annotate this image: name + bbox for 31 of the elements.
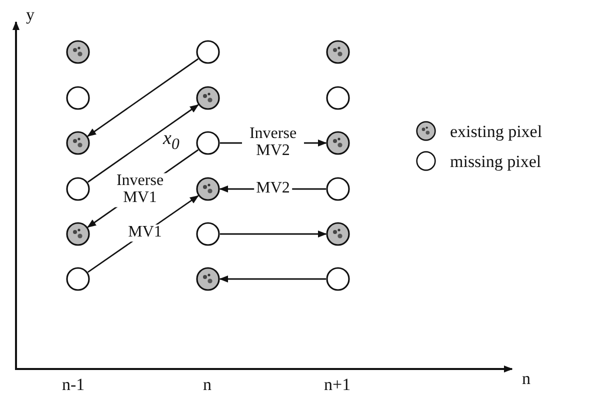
existing-pixel-circle <box>326 40 350 64</box>
missing-pixel-circle <box>196 131 220 155</box>
axis-label: n <box>522 370 530 387</box>
edge-label: MV1 <box>126 224 164 242</box>
existing-pixel-circle <box>66 131 90 155</box>
existing-pixel-circle <box>196 267 220 291</box>
tick-label: n-1 <box>62 376 85 393</box>
missing-pixel-circle <box>326 86 350 110</box>
missing-pixel-circle <box>326 267 350 291</box>
legend-label: missing pixel <box>450 153 542 170</box>
arrow <box>219 275 326 283</box>
existing-pixel-circle <box>326 131 350 155</box>
missing-pixel-circle <box>66 177 90 201</box>
existing-pixel-circle <box>66 222 90 246</box>
arrow <box>87 104 199 183</box>
pixel-label: x$_{0}$ <box>163 129 180 153</box>
missing-pixel-circle <box>196 40 220 64</box>
existing-pixel-circle <box>66 40 90 64</box>
missing-pixel-circle <box>66 267 90 291</box>
tick-label: n+1 <box>324 376 351 393</box>
missing-pixel-circle <box>66 86 90 110</box>
existing-pixel-circle <box>196 177 220 201</box>
legend-label: existing pixel <box>450 123 542 140</box>
existing-pixel-circle <box>326 222 350 246</box>
existing-pixel-circle <box>196 86 220 110</box>
tick-label: n <box>203 376 212 393</box>
missing-pixel-circle <box>196 222 220 246</box>
missing-pixel-circle <box>326 177 350 201</box>
arrow <box>220 230 327 238</box>
axis-label: y <box>26 6 34 23</box>
arrow <box>87 58 199 137</box>
